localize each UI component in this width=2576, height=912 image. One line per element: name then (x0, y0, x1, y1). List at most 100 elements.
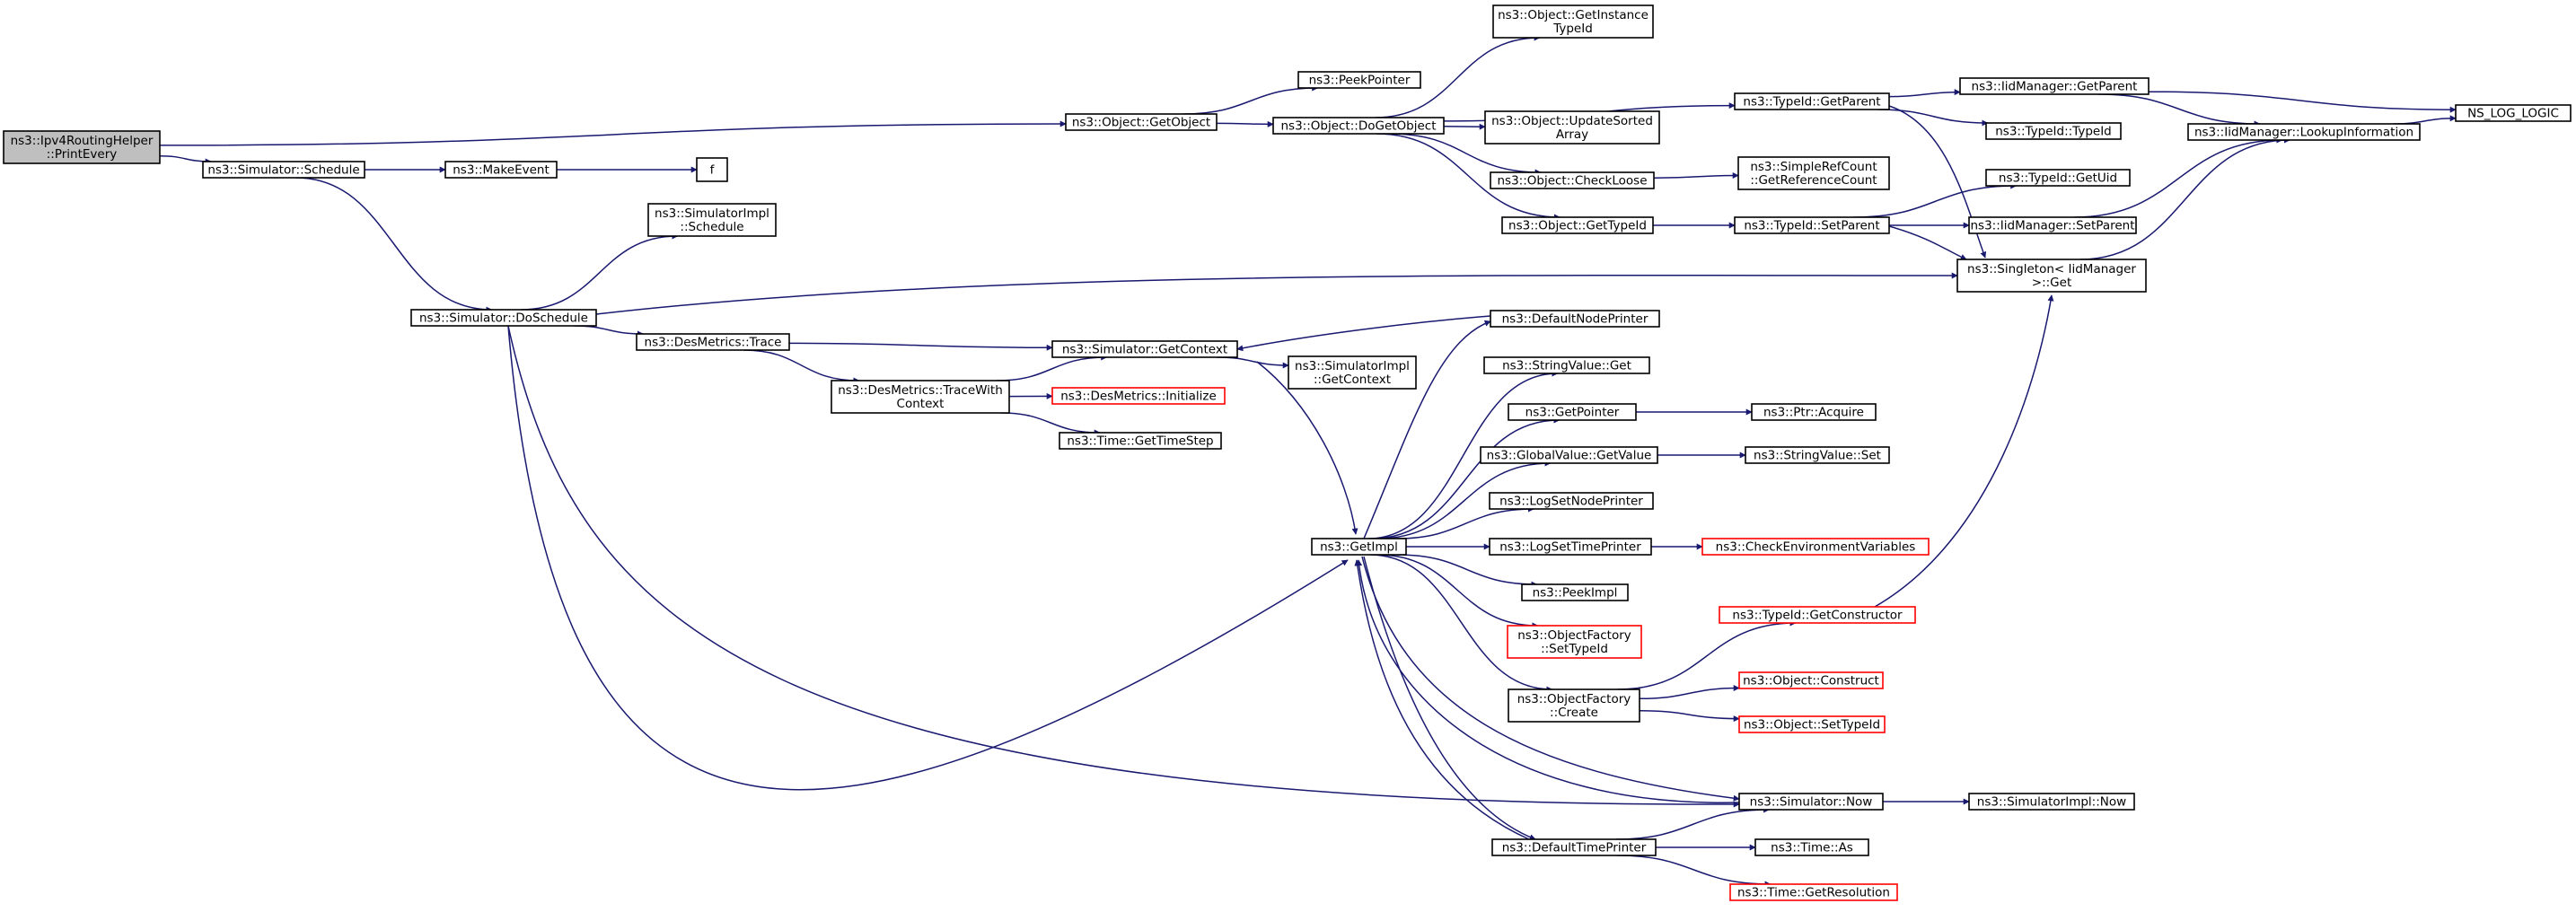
node-box (1490, 171, 1655, 189)
call-edge-n7-n9 (788, 342, 1053, 351)
function-node-n2[interactable]: ns3::Simulator::Schedule (202, 161, 365, 179)
function-node-n41[interactable]: ns3::TypeId::GetConstructor (1719, 606, 1916, 624)
function-node-n34[interactable]: ns3::StringValue::Set (1745, 446, 1890, 464)
call-edges (159, 34, 2457, 888)
function-node-n0[interactable]: ns3::Ipv4RoutingHelper::PrintEvery (3, 130, 161, 164)
function-node-n6[interactable]: ns3::Simulator::DoSchedule (410, 309, 597, 327)
function-node-n40[interactable]: ns3::ObjectFactory::SetTypeId (1507, 625, 1642, 659)
node-label: ns3::TypeId::TypeId (1995, 125, 2112, 139)
node-box (1956, 259, 2147, 293)
node-label: ns3::Object::UpdateSorted (1491, 114, 1653, 128)
function-node-n14[interactable]: ns3::Object::DoGetObject (1272, 117, 1445, 135)
node-label: ::GetReferenceCount (1750, 173, 1877, 188)
call-edge-n36-n33 (1377, 460, 1552, 539)
node-box (1734, 216, 1890, 234)
node-box (1272, 117, 1445, 135)
node-label: ns3::TypeId::SetParent (1744, 219, 1879, 233)
function-node-n19[interactable]: ns3::TypeId::GetParent (1734, 92, 1890, 110)
node-box (1490, 310, 1660, 328)
function-node-n47[interactable]: ns3::DefaultTimePrinter (1491, 838, 1657, 856)
call-edge-n14-n17 (1390, 133, 1542, 176)
call-edge-n36-n42 (1369, 554, 1553, 693)
node-label: ns3::LogSetTimePrinter (1499, 540, 1641, 555)
function-node-n20[interactable]: ns3::SimpleRefCount::GetReferenceCount (1737, 156, 1890, 190)
node-label: ns3::StringValue::Set (1754, 449, 1881, 463)
node-label: ns3::GetImpl (1320, 540, 1398, 555)
function-node-n21[interactable]: ns3::TypeId::SetParent (1734, 216, 1890, 234)
node-box (1484, 110, 1660, 145)
call-edge-n42-n44 (1639, 710, 1740, 723)
function-node-n29[interactable]: ns3::DefaultNodePrinter (1490, 310, 1660, 328)
function-node-n3[interactable]: ns3::MakeEvent (444, 161, 558, 179)
function-node-n33[interactable]: ns3::GlobalValue::GetValue (1480, 446, 1658, 464)
node-label: ns3::IidManager::SetParent (1971, 219, 2135, 233)
function-node-n27[interactable]: ns3::IidManager::LookupInformation (2187, 123, 2421, 141)
function-node-n46[interactable]: ns3::SimulatorImpl::Now (1968, 793, 2135, 811)
node-box (2455, 104, 2572, 122)
call-edge-n27-n28 (2393, 115, 2457, 125)
function-node-n35[interactable]: ns3::LogSetNodePrinter (1489, 492, 1654, 510)
node-label: ns3::Object::DoGetObject (1280, 119, 1436, 134)
node-label: ns3::Ptr::Acquire (1763, 406, 1864, 420)
function-node-n9[interactable]: ns3::Simulator::GetContext (1051, 340, 1238, 358)
function-node-n11[interactable]: ns3::Time::GetTimeStep (1059, 432, 1222, 450)
function-node-n28[interactable]: NS_LOG_LOGIC (2455, 104, 2572, 122)
function-node-n44[interactable]: ns3::Object::SetTypeId (1738, 715, 1886, 733)
node-box (1508, 403, 1637, 421)
function-node-n42[interactable]: ns3::ObjectFactory::Create (1508, 688, 1640, 723)
node-box (1521, 583, 1629, 601)
call-edge-n19-n23 (1877, 109, 1989, 127)
function-node-n17[interactable]: ns3::Object::CheckLoose (1490, 171, 1655, 189)
node-label: ns3::Simulator::Now (1750, 795, 1873, 810)
function-node-n39[interactable]: ns3::PeekImpl (1521, 583, 1629, 601)
node-label: ns3::Singleton< IidManager (1967, 262, 2136, 276)
function-node-n13[interactable]: ns3::PeekPointer (1297, 71, 1421, 89)
node-label: ::Schedule (680, 220, 743, 234)
function-node-n31[interactable]: ns3::GetPointer (1508, 403, 1637, 421)
node-label: ns3::TypeId::GetUid (1999, 171, 2117, 186)
function-node-n1[interactable]: ns3::Object::GetObject (1065, 113, 1218, 131)
node-label: ns3::Object::GetObject (1072, 116, 1210, 130)
node-box (1051, 387, 1226, 405)
function-node-n30[interactable]: ns3::StringValue::Get (1483, 356, 1650, 374)
function-node-n24[interactable]: ns3::TypeId::GetUid (1985, 169, 2131, 187)
node-label: ns3::PeekPointer (1309, 74, 1411, 88)
call-edge-n0-n2 (159, 154, 212, 165)
function-node-n18[interactable]: ns3::Object::GetTypeId (1501, 216, 1654, 234)
function-node-n49[interactable]: ns3::Time::GetResolution (1729, 883, 1898, 901)
function-node-n12[interactable]: ns3::SimulatorImpl::GetContext (1288, 355, 1417, 390)
function-node-n5[interactable]: ns3::SimulatorImpl::Schedule (647, 203, 777, 237)
call-edge-n19-n26 (1888, 105, 1987, 259)
function-node-n26[interactable]: ns3::Singleton< IidManager >::Get (1956, 259, 2147, 293)
function-node-n48[interactable]: ns3::Time::As (1754, 838, 1869, 856)
function-node-n7[interactable]: ns3::DesMetrics::Trace (636, 333, 790, 351)
node-label: f (710, 163, 716, 178)
call-edge-n9-n12 (1216, 356, 1289, 369)
function-nodes: ns3::Ipv4RoutingHelper::PrintEveryns3::O… (3, 4, 2572, 901)
node-label: ns3::LogSetNodePrinter (1499, 495, 1643, 509)
function-node-n36[interactable]: ns3::GetImpl (1311, 538, 1407, 556)
call-edge-n2-n6 (295, 177, 493, 313)
node-label: ns3::GlobalValue::GetValue (1487, 449, 1652, 463)
node-label: ns3::DesMetrics::Trace (645, 336, 782, 350)
node-box (647, 203, 777, 237)
call-edge-n0-n1 (159, 120, 1067, 146)
function-node-n32[interactable]: ns3::Ptr::Acquire (1751, 403, 1877, 421)
node-box (444, 161, 558, 179)
node-label: ns3::TypeId::GetConstructor (1732, 609, 1903, 623)
function-node-n23[interactable]: ns3::TypeId::TypeId (1985, 122, 2122, 140)
function-node-n10[interactable]: ns3::DesMetrics::Initialize (1051, 387, 1226, 405)
function-node-n45[interactable]: ns3::Simulator::Now (1738, 793, 1884, 811)
call-edge-n6-n36 (507, 325, 1349, 791)
node-label: ns3::Object::GetInstance (1498, 8, 1648, 22)
function-node-n25[interactable]: ns3::IidManager::SetParent (1968, 216, 2137, 234)
function-node-n37[interactable]: ns3::LogSetTimePrinter (1489, 538, 1652, 556)
function-node-n38[interactable]: ns3::CheckEnvironmentVariables (1701, 538, 1930, 556)
function-node-n4[interactable]: f (696, 157, 728, 182)
function-node-n22[interactable]: ns3::IidManager::GetParent (1959, 77, 2150, 95)
function-node-n43[interactable]: ns3::Object::Construct (1738, 671, 1884, 689)
node-label: ns3::Object::CheckLoose (1497, 174, 1647, 189)
